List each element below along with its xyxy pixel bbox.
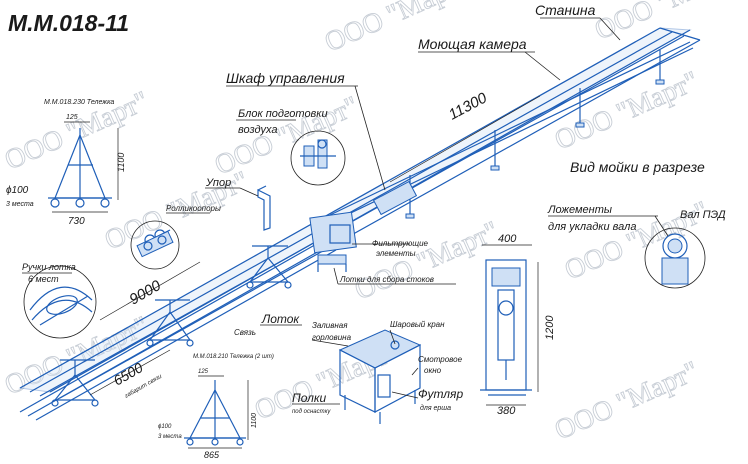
label-filler-2: горловина [312, 333, 352, 342]
roller-inset [130, 220, 180, 270]
label-drain-trays: Лотки для сбора стоков [339, 275, 434, 284]
label-ball-valve: Шаровый кран [390, 320, 445, 329]
trolley-bottom-1100: 1100 [251, 413, 258, 428]
trolley-top-125: 125 [66, 114, 78, 121]
drawing-title: М.М.018-11 [8, 10, 129, 36]
trolley-bottom-places: 3 места [158, 434, 182, 440]
shaft-section-icon [644, 227, 706, 289]
trolley-bottom-125: 125 [198, 369, 209, 375]
label-filler-1: Заливная [312, 321, 348, 330]
support-2 [146, 299, 194, 347]
section-400: 400 [498, 233, 517, 245]
label-control-cabinet: Шкаф управления [226, 70, 345, 86]
tank-icon [338, 329, 422, 424]
frame-legs [405, 50, 665, 219]
support-3 [246, 245, 292, 289]
label-case: Футляр [418, 387, 463, 401]
support-1 [51, 359, 99, 407]
label-shelves: Полки [292, 391, 327, 405]
trolley-top-phi: ϕ100 [6, 185, 29, 196]
air-prep-unit-icon [290, 130, 346, 186]
wash-chamber-assembly [309, 180, 418, 272]
trolley-top-730: 730 [68, 216, 85, 227]
trolley-top-1100: 1100 [116, 153, 126, 172]
label-filters-1: Фильтрующие [372, 239, 429, 248]
label-lodgements-2: для укладки вала [548, 221, 637, 233]
dim-9000: 9000 [127, 277, 165, 309]
dim-11300: 11300 [446, 89, 490, 123]
label-wash-chamber: Моющая камера [418, 36, 527, 52]
trolley-top-label: М.М.018.230 Тележка [44, 99, 114, 106]
section-1200: 1200 [544, 315, 556, 340]
label-air-block-1: Блок подготовки [238, 108, 328, 120]
trolley-bottom-icon: М.М.018.210 Тележка (2 шт) 125 1100 ϕ100… [158, 354, 274, 460]
trolley-bottom-865: 865 [204, 450, 220, 460]
label-link: Связь [234, 328, 256, 337]
section-380: 380 [497, 405, 516, 417]
watermark: ООО "Март" [350, 216, 503, 307]
label-shaft: Вал ПЭД [680, 209, 726, 221]
label-window-1: Смотровое [418, 355, 463, 364]
trolley-icon: М.М.018.230 Тележка 125 1100 ϕ100 3 мест… [6, 99, 126, 227]
label-section-view: Вид мойки в разрезе [570, 159, 705, 175]
trolley-top-places: 3 места [6, 201, 34, 208]
label-filters-2: элементы [376, 249, 416, 258]
label-stanina: Станина [535, 2, 596, 18]
label-window-2: окно [424, 366, 442, 375]
stop-bracket-icon [257, 185, 271, 231]
label-shelves-sub: под оснастку [292, 409, 331, 415]
leaders [22, 17, 669, 405]
label-air-block-2: воздуха [238, 124, 277, 136]
watermark: ООО "Март" [550, 356, 703, 447]
label-case-sub: для ерша [420, 404, 451, 412]
label-rollers: Ролликоопоры [166, 204, 221, 213]
label-handles-1: Ручки лотка [22, 262, 76, 272]
tray-handle-icon [23, 265, 97, 339]
callout-labels: Станина Моющая камера Шкаф управления Бл… [22, 2, 726, 415]
wash-section-icon: 400 1200 380 [480, 233, 556, 417]
label-tray: Лоток [261, 312, 300, 326]
trolley-bottom-phi: ϕ100 [158, 424, 172, 430]
label-lodgements-1: Ложементы [547, 204, 612, 216]
label-stop: Упор [205, 177, 231, 189]
watermark: ООО "Март" [210, 91, 363, 182]
label-handles-2: 6 мест [28, 274, 59, 284]
trolley-bottom-label: М.М.018.210 Тележка (2 шт) [193, 354, 274, 360]
